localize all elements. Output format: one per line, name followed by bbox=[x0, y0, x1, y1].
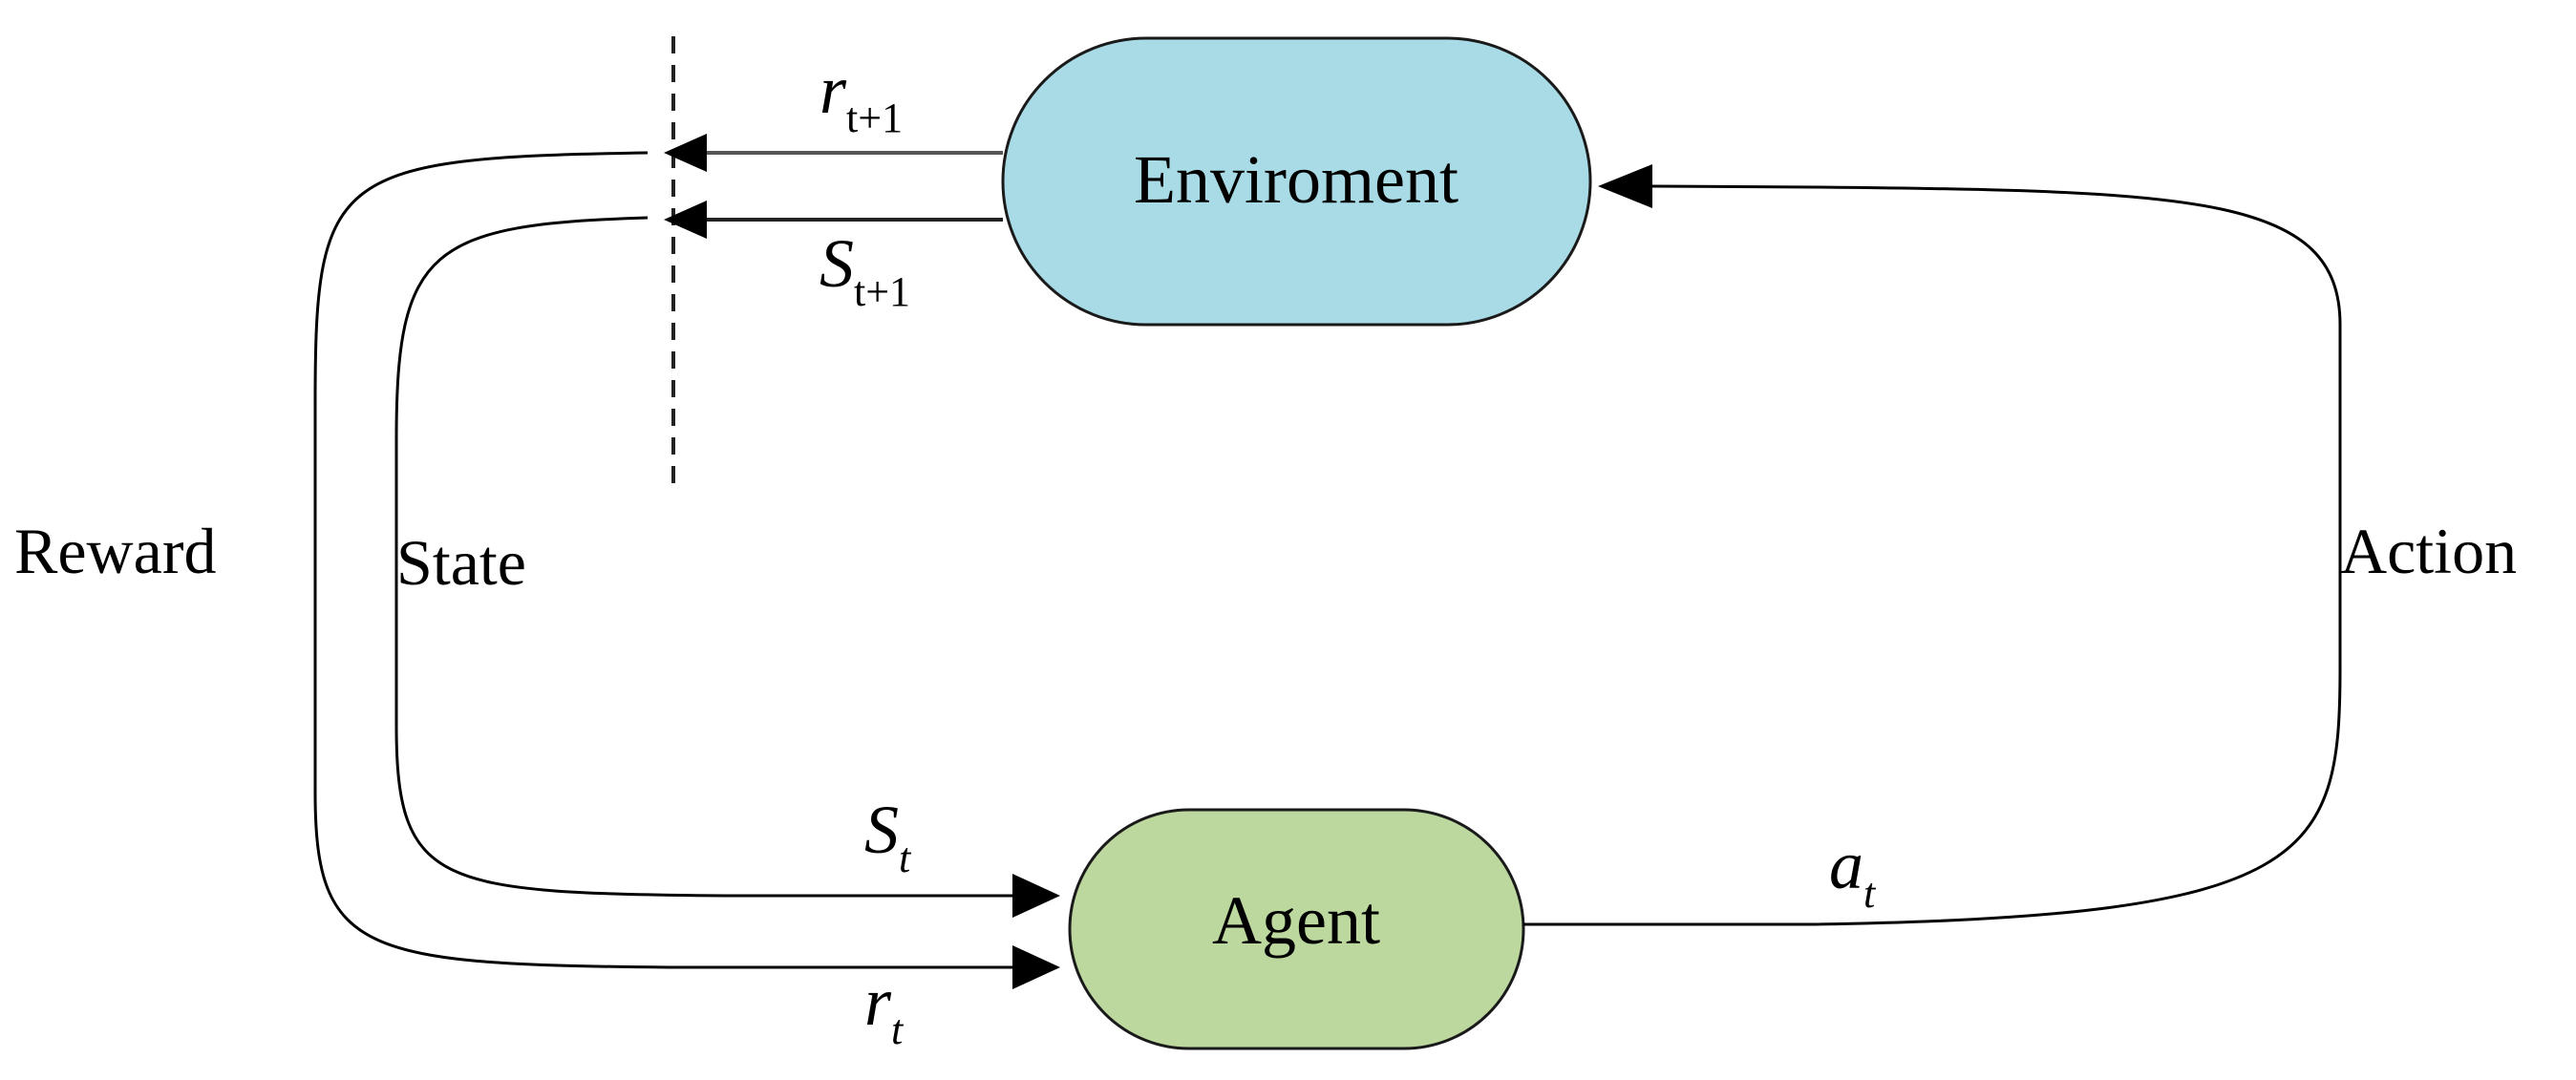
action-t-symbol: at bbox=[1829, 827, 1877, 917]
state-loop-arrowhead bbox=[1012, 874, 1060, 918]
reward-next-base: r bbox=[820, 52, 847, 128]
state-t-symbol: St bbox=[864, 792, 912, 881]
state-next-base: S bbox=[820, 225, 854, 302]
action-loop-line bbox=[1523, 184, 2342, 926]
environment-label: Enviroment bbox=[1134, 141, 1458, 218]
reward-next-sub: t+1 bbox=[846, 95, 903, 141]
reward-t-sub: t bbox=[891, 1006, 905, 1053]
state-label: State bbox=[396, 526, 526, 599]
agent-node bbox=[1068, 808, 1525, 1050]
state-next-sub: t+1 bbox=[854, 268, 910, 315]
state-loop-line bbox=[394, 216, 1012, 898]
reward-label: Reward bbox=[14, 515, 216, 587]
action-label: Action bbox=[2340, 515, 2517, 587]
reward-loop-line bbox=[313, 151, 1012, 969]
reward-loop-arrowhead bbox=[1012, 945, 1060, 989]
action-loop-arrowhead bbox=[1598, 164, 1652, 208]
action-t-sub: t bbox=[1863, 870, 1877, 917]
agent-label: Agent bbox=[1212, 882, 1380, 959]
reward-next-arrowhead bbox=[664, 134, 707, 172]
state-t-base: S bbox=[864, 792, 899, 868]
state-next-symbol: St+1 bbox=[820, 225, 910, 315]
environment-node bbox=[1001, 36, 1592, 327]
reward-t-symbol: rt bbox=[864, 964, 905, 1053]
reward-next-symbol: rt+1 bbox=[820, 52, 903, 141]
state-t-sub: t bbox=[899, 835, 912, 881]
state-next-arrowhead bbox=[664, 201, 707, 239]
action-t-base: a bbox=[1829, 827, 1863, 903]
reward-t-base: r bbox=[864, 964, 892, 1040]
